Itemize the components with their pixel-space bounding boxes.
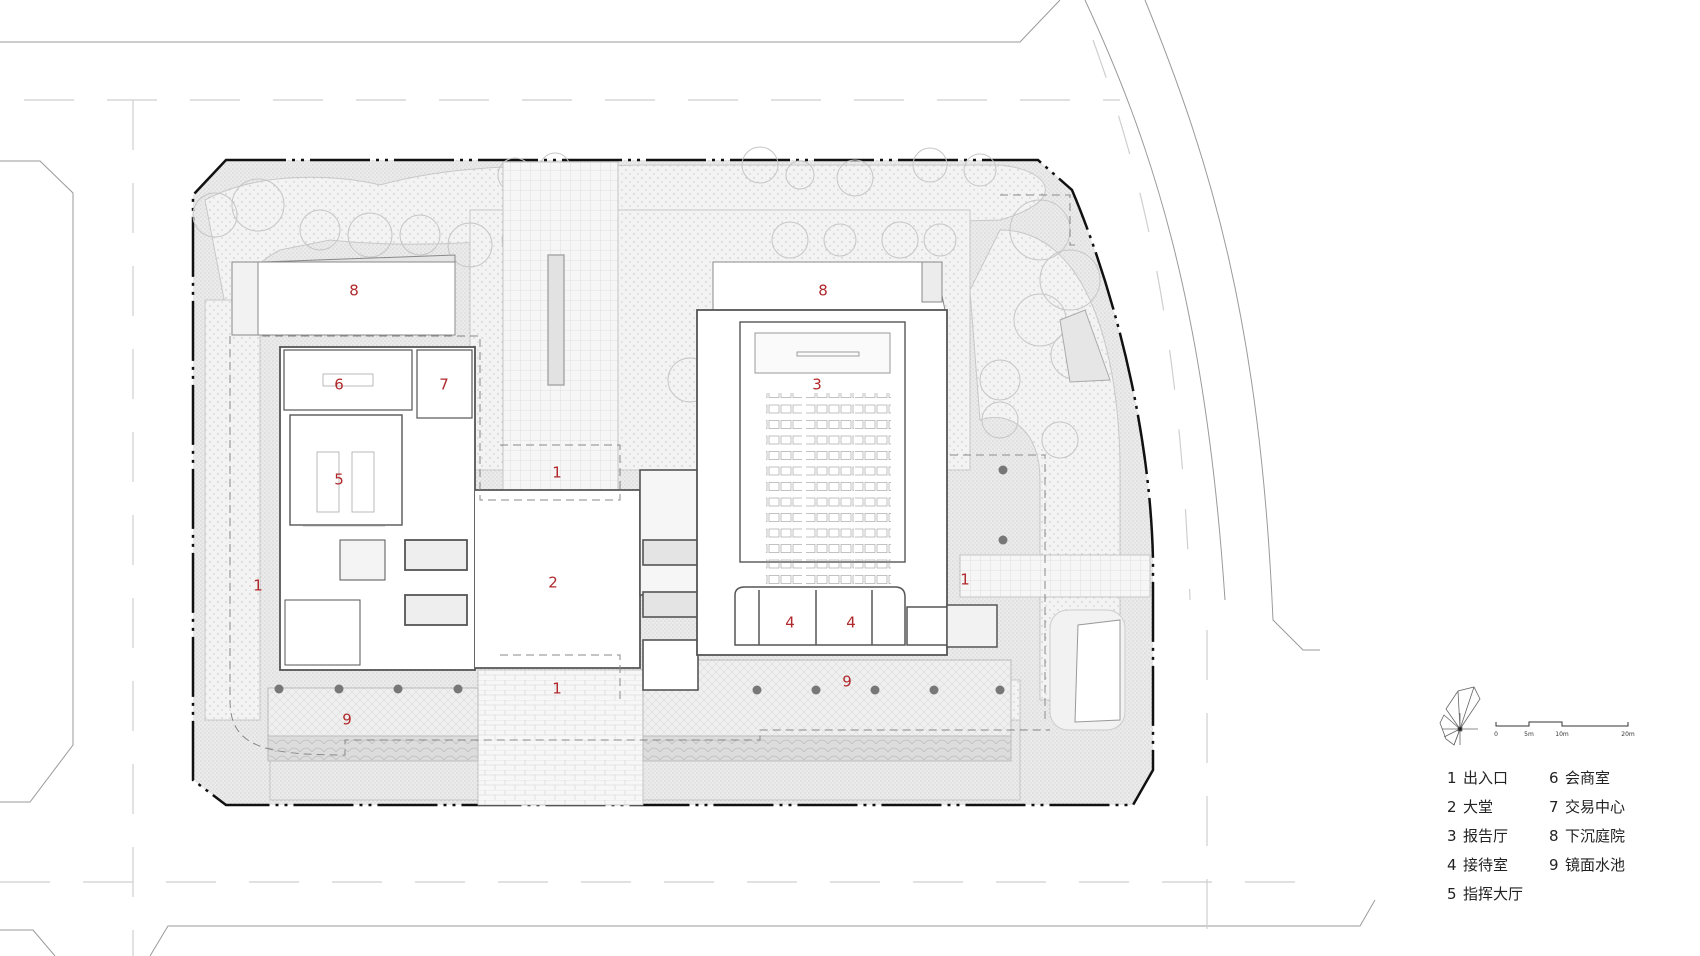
- room-label-mirror-pool-west: 9: [342, 710, 352, 729]
- basement-outline: [229, 194, 1080, 756]
- sunken-courtyard-west: [231, 254, 456, 336]
- west-building: [279, 346, 476, 671]
- mirror-pool-west: [267, 687, 479, 762]
- reception-rooms: [734, 586, 998, 648]
- room-label-entrance-west: 1: [253, 576, 263, 595]
- pool-columns: [274, 465, 1008, 695]
- room-label-reception-room: 4: [785, 613, 795, 632]
- room-label-command-hall: 5: [334, 470, 344, 489]
- scale-label-10m: 10m: [1555, 731, 1569, 738]
- plaza-water-feature: [547, 254, 565, 386]
- room-label-sunken-courtyard: 8: [818, 281, 828, 300]
- mirror-pool-east: [642, 659, 1012, 762]
- auditorium-seating-center: [806, 393, 854, 610]
- room-label-auditorium: 3: [812, 375, 822, 394]
- room-label-entrance-north: 1: [552, 463, 562, 482]
- scale-bar: [1495, 721, 1629, 727]
- north-arrow-compass-icon: [1439, 686, 1481, 746]
- auditorium-stage: [796, 351, 860, 357]
- trees: [192, 146, 1101, 459]
- room-label-mirror-pool-east: 9: [842, 672, 852, 691]
- room-label-trading-center: 7: [439, 375, 449, 394]
- road-centerlines: [0, 39, 1320, 956]
- room-label-entrance-east: 1: [960, 570, 970, 589]
- room-label-reception-room: 4: [846, 613, 856, 632]
- auditorium-seating-left: [766, 393, 802, 610]
- auditorium-seating-right: [855, 393, 891, 610]
- room-label-sunken-courtyard: 8: [349, 281, 359, 300]
- scale-label-20m: 20m: [1621, 731, 1635, 738]
- sunken-courtyard-east: [712, 261, 946, 311]
- roads: [0, 0, 1376, 956]
- scale-label-5m: 5m: [1524, 731, 1534, 738]
- east-entry-paving: [959, 554, 1151, 598]
- room-label-lobby: 2: [548, 573, 558, 592]
- northeast-sculpture: [1059, 309, 1111, 383]
- east-sculpture: [1074, 619, 1121, 723]
- west-building-furniture: [303, 373, 385, 527]
- scale-label-0: 0: [1494, 731, 1498, 738]
- room-label-entrance-south: 1: [552, 679, 562, 698]
- room-label-consultation-room: 6: [334, 375, 344, 394]
